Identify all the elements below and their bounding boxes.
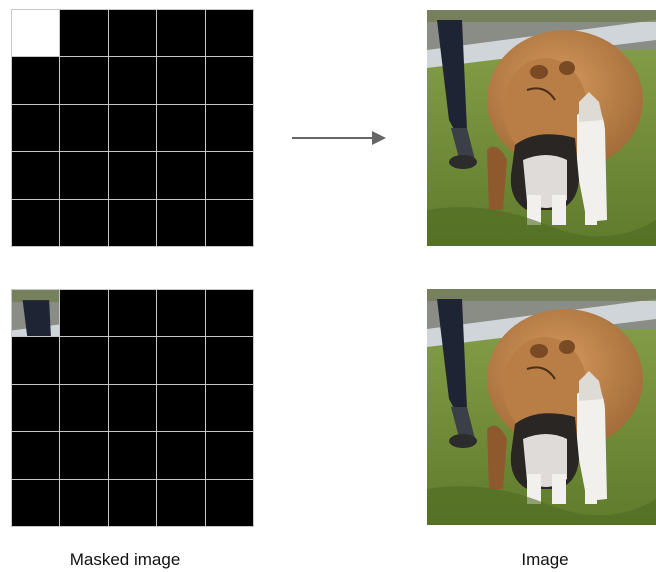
- mask-patch: [205, 10, 253, 57]
- mask-patch: [157, 199, 205, 246]
- mask-patch: [157, 57, 205, 104]
- mask-patch: [108, 290, 157, 337]
- capybara-cat-photo-bottom: [427, 289, 656, 525]
- masked-image-label: Masked image: [69, 550, 181, 569]
- mask-patch: [60, 199, 108, 246]
- mask-patch: [205, 432, 253, 479]
- mask-patch: [108, 199, 157, 246]
- arrow-icon: [292, 131, 386, 145]
- mask-patch: [108, 337, 157, 384]
- mask-patch: [12, 337, 60, 384]
- mask-patch: [60, 290, 108, 337]
- mask-patch: [12, 199, 60, 246]
- mask-patch: [205, 384, 253, 432]
- mask-patch: [157, 432, 205, 479]
- mask-patch: [205, 57, 253, 104]
- mask-patch: [157, 337, 205, 384]
- mask-patch: [60, 432, 108, 479]
- mask-patch: [12, 432, 60, 479]
- mask-patch: [108, 57, 157, 104]
- mask-patch: [157, 290, 205, 337]
- mask-patch: [157, 384, 205, 432]
- mask-patch: [60, 10, 108, 57]
- mask-patch: [108, 152, 157, 199]
- mask-patch: [12, 104, 60, 152]
- mask-patch: [108, 479, 157, 526]
- mask-patch: [60, 152, 108, 199]
- mask-patch: [108, 384, 157, 432]
- mask-patch: [157, 10, 205, 57]
- mask-patch: [108, 10, 157, 57]
- mask-patch: [12, 384, 60, 432]
- mask-patch: [60, 57, 108, 104]
- capybara-cat-photo-top: [427, 10, 656, 246]
- mask-patch: [12, 57, 60, 104]
- masked-grid-bottom: [11, 289, 254, 527]
- mask-patch: [108, 104, 157, 152]
- mask-patch: [205, 199, 253, 246]
- mask-patch: [12, 479, 60, 526]
- mask-patch: [157, 104, 205, 152]
- mask-patch: [108, 432, 157, 479]
- mask-patch: [60, 337, 108, 384]
- mask-patch: [205, 479, 253, 526]
- revealed-patch-blank: [12, 10, 60, 57]
- mask-patch: [205, 337, 253, 384]
- image-label: Image: [521, 550, 569, 569]
- revealed-patch-image: [12, 290, 60, 337]
- masked-grid-top: [11, 9, 254, 247]
- mask-patch: [205, 104, 253, 152]
- mask-patch: [157, 152, 205, 199]
- mask-patch: [12, 152, 60, 199]
- mask-patch: [205, 152, 253, 199]
- mask-patch: [205, 290, 253, 337]
- mask-patch: [60, 479, 108, 526]
- mask-patch: [60, 384, 108, 432]
- mask-patch: [60, 104, 108, 152]
- mask-patch: [157, 479, 205, 526]
